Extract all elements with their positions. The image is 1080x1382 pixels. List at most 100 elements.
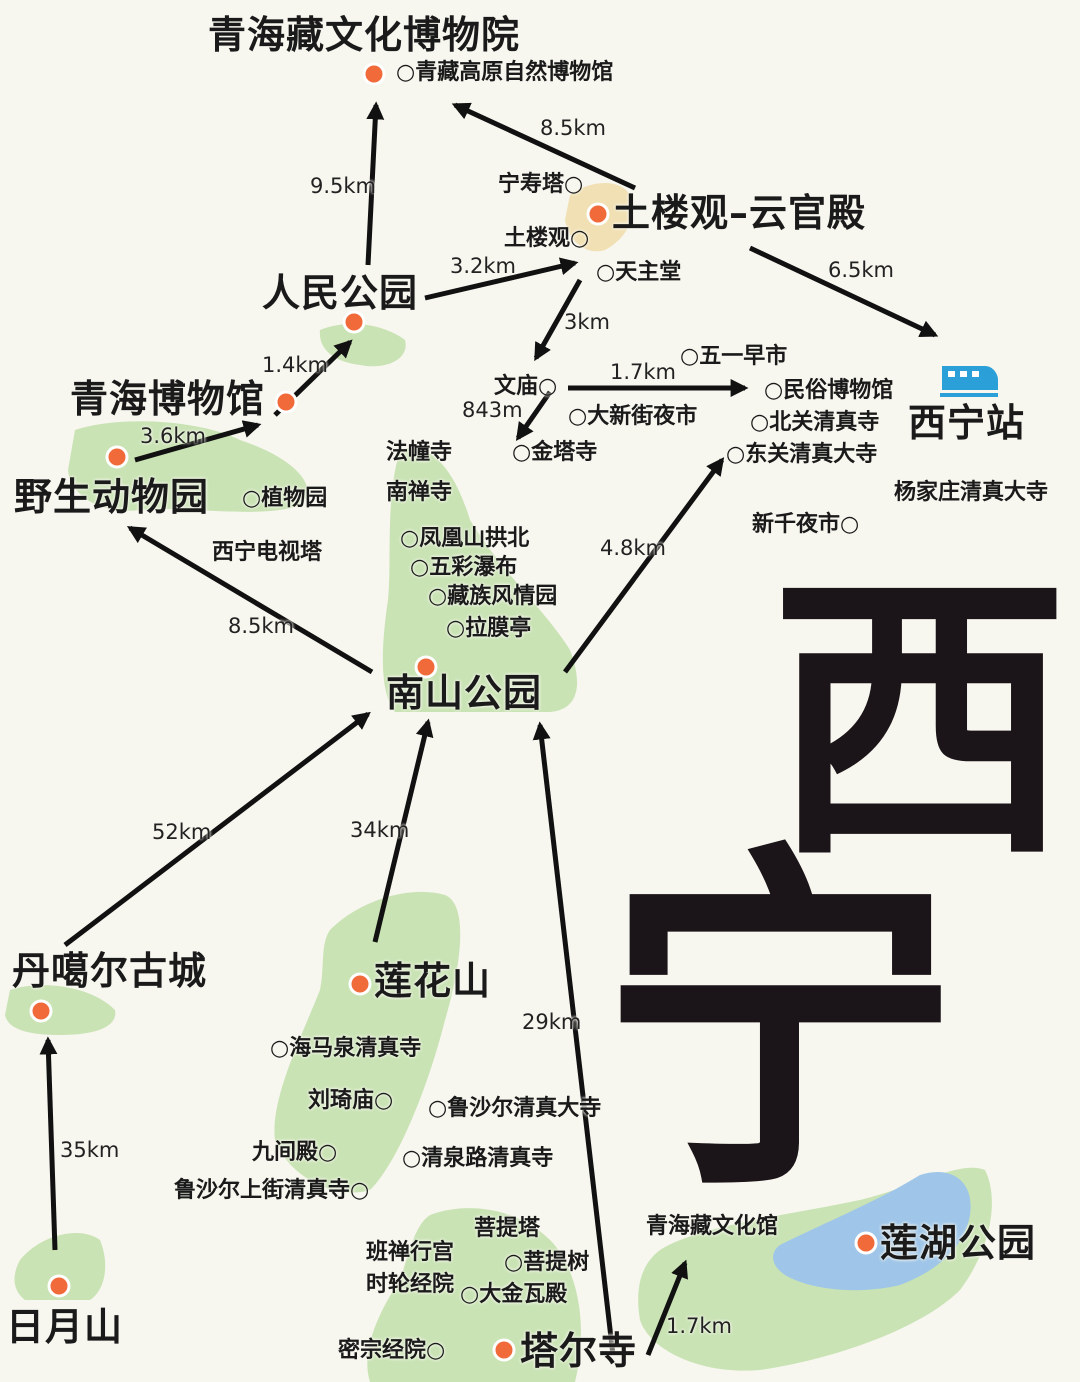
label-folk-museum: ○民俗博物馆 [764,378,894,403]
green-areas [5,182,992,1382]
hotspot-dot-icon [348,972,372,996]
label-qinghai-museum: 青海博物馆 [70,377,266,421]
label-wenmiao: 文庙○ [494,374,558,399]
hotspot-dot-icon [274,390,298,414]
hotspot-dots [29,62,878,1362]
label-tv-tower: 西宁电视塔 [212,540,323,565]
label-yangjiazhuang-mosque: 杨家庄清真大寺 [894,480,1049,505]
label-qingquanlu-mosque: ○清泉路清真寺 [402,1146,554,1171]
train-icon [940,366,998,397]
arrow-tulouguan-wenmiao [533,278,583,362]
distance-peoples-park-museum: 9.5km [310,174,377,198]
danger-green-area [5,985,116,1035]
arrow-zoo-qinghai-museum [134,420,262,463]
arrow-riyue-danger [39,1036,58,1251]
label-jinta-temple: ○金塔寺 [512,440,598,465]
label-fenghuang-gongbei: ○凤凰山拱北 [400,526,530,551]
label-dongguan-mosque: ○东关清真大寺 [726,442,878,467]
label-fachuang-temple: 法幢寺 [386,440,453,465]
label-qinghai-tibetan-museum: 青海藏文化博物院 [208,13,521,57]
distance-qinghai-museum-peoples-park: 1.4km [262,353,329,377]
distance-wenmiao-folk-museum: 1.7km [610,360,677,384]
label-jiujian-hall: 九间殿○ [252,1140,338,1165]
label-xinqian-market: 新千夜市○ [752,512,860,537]
label-catholic-church: ○天主堂 [596,260,682,285]
label-nanshan-park: 南山公园 [386,671,543,715]
taer-green-area [367,1208,581,1382]
label-wenmiao-altitude: 843m [462,398,523,422]
distance-zoo-qinghai-museum: 3.6km [140,424,207,448]
arrow-lianhua-nanshan [372,718,434,943]
arrow-taer-nanshan [532,721,616,1356]
distance-nanshan-zoo: 8.5km [228,614,295,638]
distance-taer-culture-hall: 1.7km [666,1314,733,1338]
arrow-wenmiao-jinta [515,390,553,441]
label-tibetan-culture-hall: 青海藏文化馆 [646,1214,779,1239]
hotspot-dot-icon [414,655,438,679]
arrow-nanshan-zoo [126,525,374,675]
label-ningshou-pagoda: 宁寿塔○ [498,172,584,197]
zoo-green-area [68,421,308,512]
hotspot-dot-icon [854,1231,878,1255]
label-banchan-palace: 班禅行宫 [366,1240,455,1265]
distance-danger-nanshan: 52km [152,820,212,844]
distance-nanshan-dongguan: 4.8km [600,536,667,560]
label-lushaer-upper-mosque: 鲁沙尔上街清真寺○ [174,1178,370,1203]
hotspot-dot-icon [105,445,129,469]
hotspot-dot-icon [586,202,610,226]
label-dexinjie-market: ○大新街夜市 [568,404,698,429]
riyue-green-area [14,1232,106,1300]
arrow-peoples-park-tulouguan [424,257,579,301]
nanshan-green-area [382,448,578,712]
lianhu-lake [773,1171,971,1291]
label-wuyi-market: ○五一早市 [680,344,788,369]
route-arrows [39,101,939,1356]
distance-tulouguan-museum: 8.5km [540,116,607,140]
label-tibetan-garden: ○藏族风情园 [428,584,558,609]
arrow-nanshan-dongguan [562,457,725,674]
distance-tulouguan-station: 6.5km [828,258,895,282]
label-lushaer-mosque: ○鲁沙尔清真大寺 [428,1096,602,1121]
label-bodhi-pagoda: 菩提塔 [474,1216,541,1241]
calligraphy-xi: 西 [770,543,1070,896]
label-tantric-college: 密宗经院○ [338,1338,446,1363]
label-kalachakra-college: 时轮经院 [366,1272,455,1297]
label-botanical-garden: ○植物园 [242,486,328,511]
hotspot-dot-icon [362,62,386,86]
arrow-peoples-park-museum [365,101,385,266]
hotspot-dot-icon [47,1274,71,1298]
label-danger-town: 丹噶尔古城 [12,949,208,993]
label-nanchan-temple: 南禅寺 [386,480,453,505]
distance-peoples-park-tulouguan: 3.2km [450,254,517,278]
arrow-tulouguan-station [748,245,939,338]
label-tulouguan-small: 土楼观○ [504,226,590,251]
distance-tulouguan-wenmiao: 3km [564,310,610,334]
label-beiguan-mosque: ○北关清真寺 [750,410,880,435]
distance-riyue-danger: 35km [60,1138,120,1162]
lianhua-green-area [274,891,461,1193]
label-golden-tile-hall: ○大金瓦殿 [460,1282,568,1307]
label-wucai-waterfall: ○五彩瀑布 [410,555,518,580]
label-tulouguan: 土楼观–云官殿 [612,191,867,235]
label-lianhua-mountain: 莲花山 [374,959,492,1003]
hotspot-dot-icon [29,999,53,1023]
label-zoo: 野生动物园 [14,475,210,519]
arrow-taer-culture-hall [645,1259,688,1356]
label-lianhu-park: 莲湖公园 [880,1221,1037,1265]
arrow-danger-nanshan [63,711,371,947]
label-haimaquan-mosque: ○海马泉清真寺 [270,1036,422,1061]
label-peoples-park: 人民公园 [262,271,419,315]
label-xining-station: 西宁站 [908,401,1026,445]
label-plateau-museum: ○青藏高原自然博物馆 [396,60,614,85]
distance-taer-nanshan: 29km [522,1010,582,1034]
calligraphy-ning: 宁 [600,812,960,1235]
arrow-tulouguan-museum [451,102,637,191]
label-taer-temple: 塔尔寺 [520,1329,638,1373]
label-liuqi-temple: 刘琦庙○ [308,1088,394,1113]
label-lamo-pavilion: ○拉膜亭 [446,616,532,641]
label-riyue-mountain: 日月山 [6,1305,124,1349]
hotspot-dot-icon [342,310,366,334]
distance-lianhua-nanshan: 34km [350,818,410,842]
hotspot-dot-icon [492,1338,516,1362]
